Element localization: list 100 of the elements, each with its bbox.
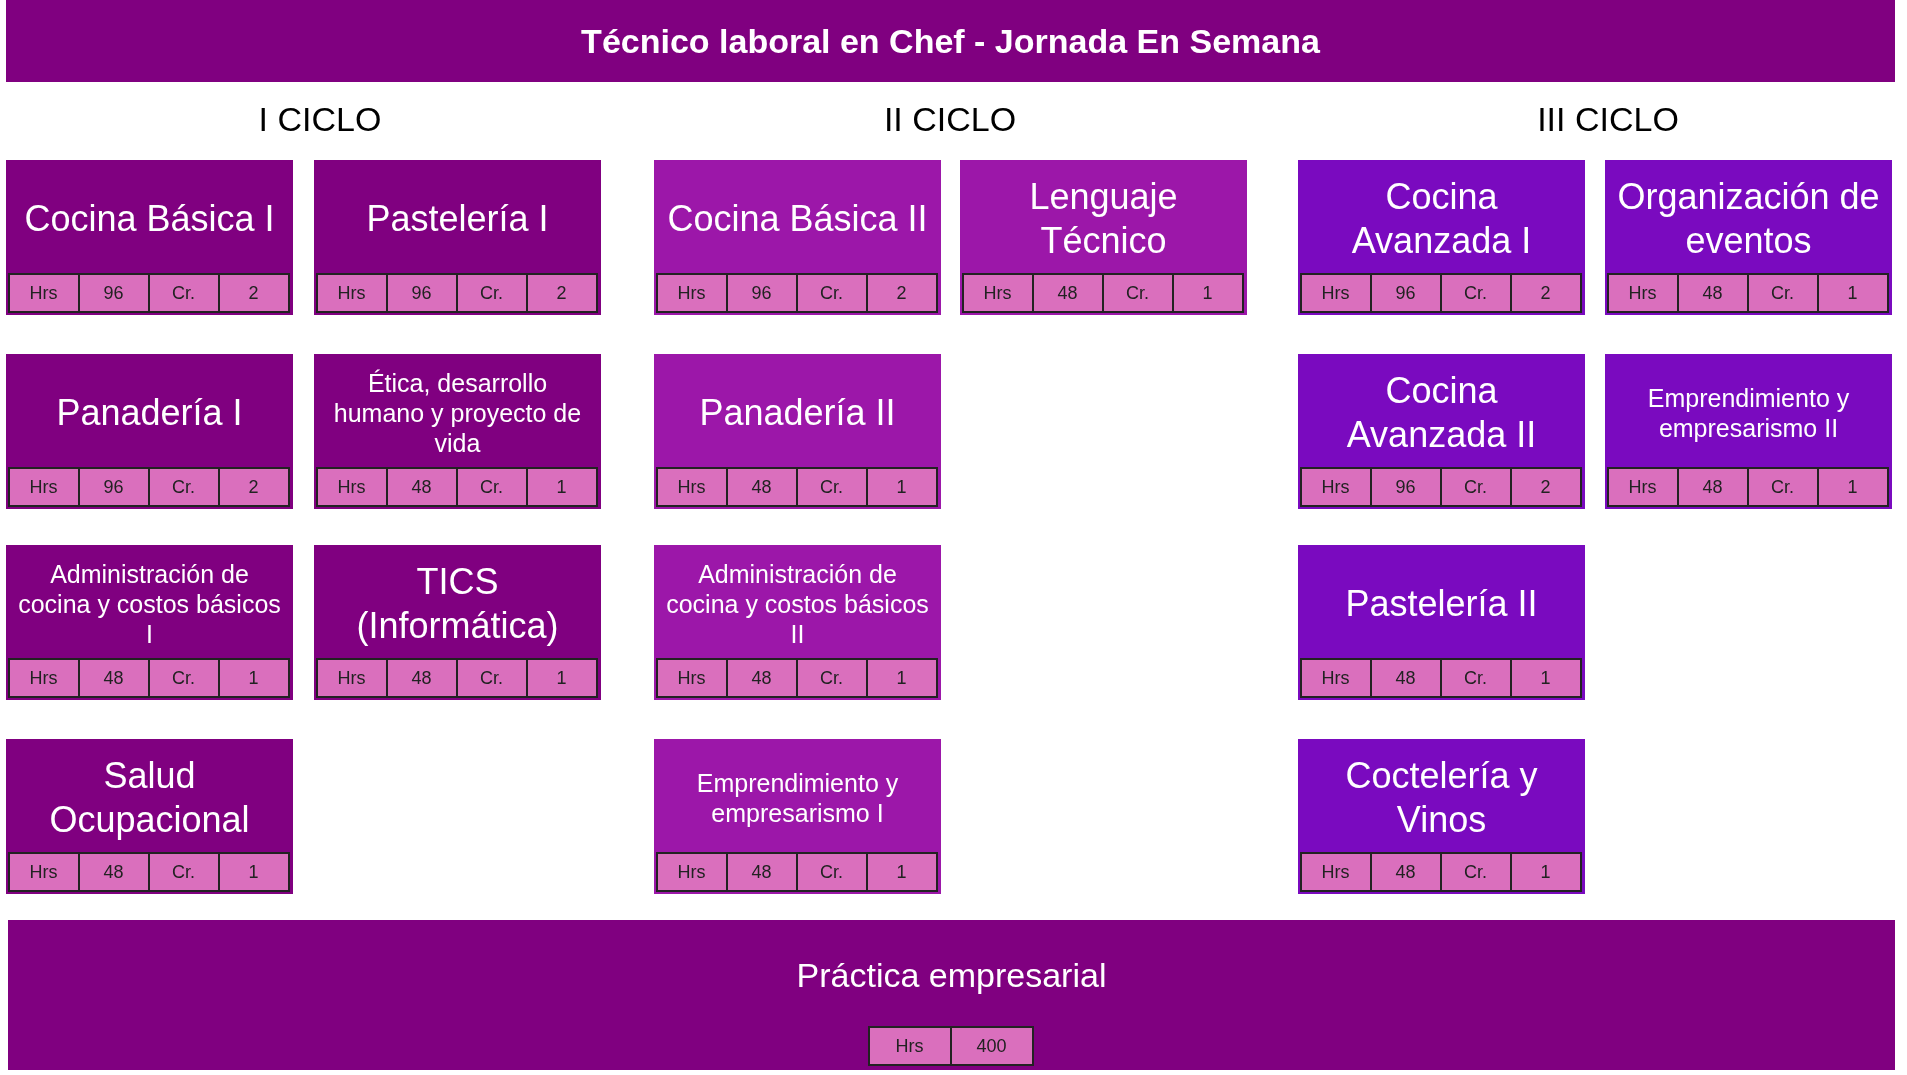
label-cell: Cr. (795, 852, 868, 892)
label-cell: Hrs (655, 467, 728, 507)
course-card (960, 160, 1247, 315)
cycle-heading: I CICLO (257, 100, 383, 139)
course-card (654, 354, 941, 509)
course-card (654, 545, 941, 700)
value-cell: 2 (525, 273, 598, 313)
value-cell: 48 (1369, 658, 1442, 698)
course-title: Salud Ocupacional (48, 754, 251, 842)
label-cell: Hrs (655, 658, 728, 698)
value-cell: 48 (725, 658, 798, 698)
value-cell: 1 (217, 852, 290, 892)
value-cell: 48 (725, 467, 798, 507)
course-card (1605, 354, 1892, 509)
value-cell: 2 (1509, 467, 1582, 507)
course-card (6, 739, 293, 894)
value-cell: 2 (865, 273, 938, 313)
label-cell: Cr. (147, 273, 220, 313)
course-title: Coctelería y Vinos (1344, 754, 1539, 842)
value-cell: 1 (1171, 273, 1244, 313)
label-cell: Hrs (1606, 467, 1679, 507)
course-card (654, 739, 941, 894)
label-cell: Cr. (795, 273, 868, 313)
value-cell: 400 (949, 1026, 1034, 1066)
value-cell: 1 (525, 467, 598, 507)
course-title: Emprendimiento y empresarismo I (695, 767, 900, 829)
label-cell: Cr. (1439, 658, 1512, 698)
label-cell: Cr. (1439, 852, 1512, 892)
course-card (1298, 160, 1585, 315)
value-cell: 1 (525, 658, 598, 698)
course-card (6, 160, 293, 315)
value-cell: 48 (385, 467, 458, 507)
label-cell: Cr. (147, 852, 220, 892)
label-cell: Hrs (1299, 852, 1372, 892)
course-card (6, 545, 293, 700)
value-cell: 96 (77, 467, 150, 507)
course-title: Práctica empresarial (795, 954, 1108, 996)
value-cell: 96 (1369, 273, 1442, 313)
value-cell: 1 (865, 852, 938, 892)
cycle-heading: III CICLO (1536, 100, 1680, 139)
label-cell: Hrs (1606, 273, 1679, 313)
value-cell: 2 (217, 273, 290, 313)
course-card (314, 160, 601, 315)
value-cell: 2 (217, 467, 290, 507)
course-card (8, 920, 1895, 1070)
course-card (1298, 354, 1585, 509)
course-title: Cocina Avanzada I (1350, 175, 1533, 263)
value-cell: 1 (865, 658, 938, 698)
label-cell: Hrs (315, 273, 388, 313)
label-cell: Cr. (1746, 467, 1819, 507)
value-cell: 1 (1509, 658, 1582, 698)
value-cell: 1 (1816, 273, 1889, 313)
course-title: Cocina Avanzada II (1345, 369, 1538, 457)
label-cell: Cr. (795, 658, 868, 698)
course-card (314, 354, 601, 509)
label-cell: Cr. (795, 467, 868, 507)
value-cell: 48 (1676, 273, 1749, 313)
label-cell: Cr. (1439, 273, 1512, 313)
value-cell: 48 (725, 852, 798, 892)
course-title: Lenguaje Técnico (1028, 175, 1179, 263)
label-cell: Hrs (1299, 467, 1372, 507)
cycle-heading: II CICLO (882, 100, 1018, 139)
label-cell: Hrs (7, 273, 80, 313)
label-cell: Hrs (315, 467, 388, 507)
course-card (1605, 160, 1892, 315)
course-title: Panadería I (55, 390, 244, 435)
label-cell: Hrs (1299, 273, 1372, 313)
value-cell: 1 (865, 467, 938, 507)
course-title: Organización de eventos (1616, 175, 1881, 263)
label-cell: Hrs (961, 273, 1034, 313)
course-title: Panadería II (698, 390, 897, 435)
value-cell: 48 (77, 852, 150, 892)
value-cell: 2 (1509, 273, 1582, 313)
course-title: TICS (Informática) (355, 560, 560, 648)
label-cell: Cr. (1101, 273, 1174, 313)
value-cell: 96 (385, 273, 458, 313)
course-title: Pastelería II (1344, 581, 1539, 626)
course-card (654, 160, 941, 315)
label-cell: Cr. (455, 467, 528, 507)
label-cell: Hrs (7, 467, 80, 507)
course-card (1298, 545, 1585, 700)
label-cell: Hrs (655, 852, 728, 892)
value-cell: 96 (1369, 467, 1442, 507)
value-cell: 48 (1676, 467, 1749, 507)
course-card (6, 354, 293, 509)
course-title: Cocina Básica II (666, 196, 929, 241)
course-title: Administración de cocina y costos básicos II (665, 558, 930, 650)
label-cell: Cr. (455, 273, 528, 313)
value-cell: 1 (1816, 467, 1889, 507)
label-cell: Hrs (867, 1026, 952, 1066)
value-cell: 96 (725, 273, 798, 313)
course-title: Cocina Básica I (23, 196, 276, 241)
value-cell: 96 (77, 273, 150, 313)
value-cell: 48 (77, 658, 150, 698)
label-cell: Cr. (1439, 467, 1512, 507)
label-cell: Cr. (1746, 273, 1819, 313)
label-cell: Hrs (1299, 658, 1372, 698)
title-banner: Técnico laboral en Chef - Jornada En Semana (6, 0, 1895, 82)
course-card (314, 545, 601, 700)
value-cell: 1 (217, 658, 290, 698)
